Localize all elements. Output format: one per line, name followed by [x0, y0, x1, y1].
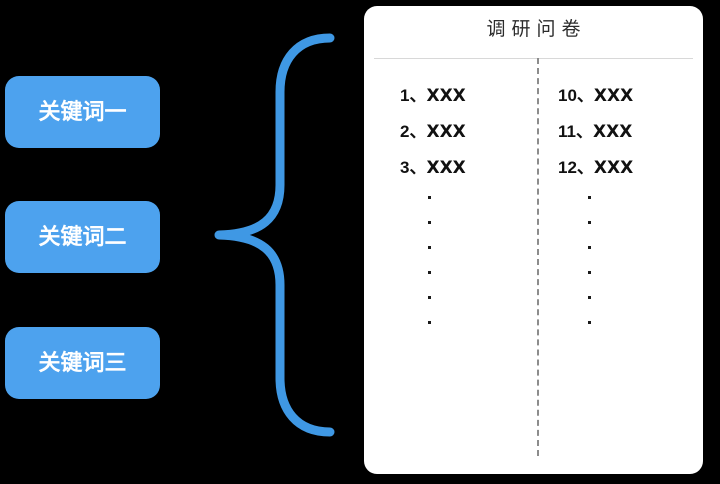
question-number: 11: [558, 122, 576, 141]
question-text: XXX: [593, 158, 634, 178]
question-text: XXX: [426, 86, 466, 106]
column-divider: [537, 58, 539, 456]
title-divider: [374, 58, 693, 59]
keyword-label: 关键词一: [38, 99, 127, 124]
question-separator: 、: [575, 122, 593, 142]
keyword-label: 关键词三: [38, 350, 127, 375]
card-title: 调研问卷: [486, 18, 587, 40]
ellipsis-dot: [588, 321, 591, 324]
ellipsis-dot: [428, 271, 431, 274]
ellipsis-dot: [428, 296, 431, 299]
question-column-left: 1、XXX 2、XXX 3、XXX: [400, 78, 550, 346]
question-separator: 、: [409, 158, 427, 178]
keyword-label: 关键词二: [38, 224, 127, 249]
question-item: 3、XXX: [400, 150, 550, 186]
question-number: 10: [558, 86, 577, 105]
ellipsis-dot: [588, 221, 591, 224]
keyword-box-2[interactable]: 关键词二: [5, 201, 160, 273]
question-item: 2、XXX: [400, 114, 550, 150]
keyword-box-1[interactable]: 关键词一: [5, 76, 160, 148]
question-number: 2: [400, 122, 410, 141]
question-text: XXX: [593, 86, 634, 106]
question-number: 12: [558, 158, 577, 177]
ellipsis-dot: [588, 246, 591, 249]
ellipsis-dot: [588, 271, 591, 274]
questionnaire-card: 调研问卷 1、XXX 2、XXX 3、XXX 1: [364, 6, 703, 474]
curly-brace-icon: [214, 33, 335, 437]
ellipsis-dot: [428, 196, 431, 199]
question-text: XXX: [426, 122, 466, 142]
ellipsis-dot: [588, 296, 591, 299]
question-number: 3: [400, 158, 410, 177]
question-number: 1: [400, 86, 410, 105]
question-separator: 、: [576, 86, 594, 106]
question-separator: 、: [576, 158, 594, 178]
ellipsis-dot: [588, 196, 591, 199]
question-item: 11、XXX: [558, 114, 703, 150]
ellipsis-dots-left: [400, 196, 550, 324]
keyword-box-3[interactable]: 关键词三: [5, 327, 160, 399]
ellipsis-dots-right: [558, 196, 703, 324]
ellipsis-dot: [428, 321, 431, 324]
question-item: 10、XXX: [558, 78, 703, 114]
ellipsis-dot: [428, 246, 431, 249]
question-item: 12、XXX: [558, 150, 703, 186]
ellipsis-dot: [428, 221, 431, 224]
question-item: 1、XXX: [400, 78, 550, 114]
question-text: XXX: [426, 158, 466, 178]
question-column-right: 10、XXX 11、XXX 12、XXX: [558, 78, 703, 346]
question-separator: 、: [409, 86, 427, 106]
question-separator: 、: [409, 122, 427, 142]
question-text: XXX: [592, 122, 633, 142]
curly-brace-connector: [205, 20, 350, 450]
